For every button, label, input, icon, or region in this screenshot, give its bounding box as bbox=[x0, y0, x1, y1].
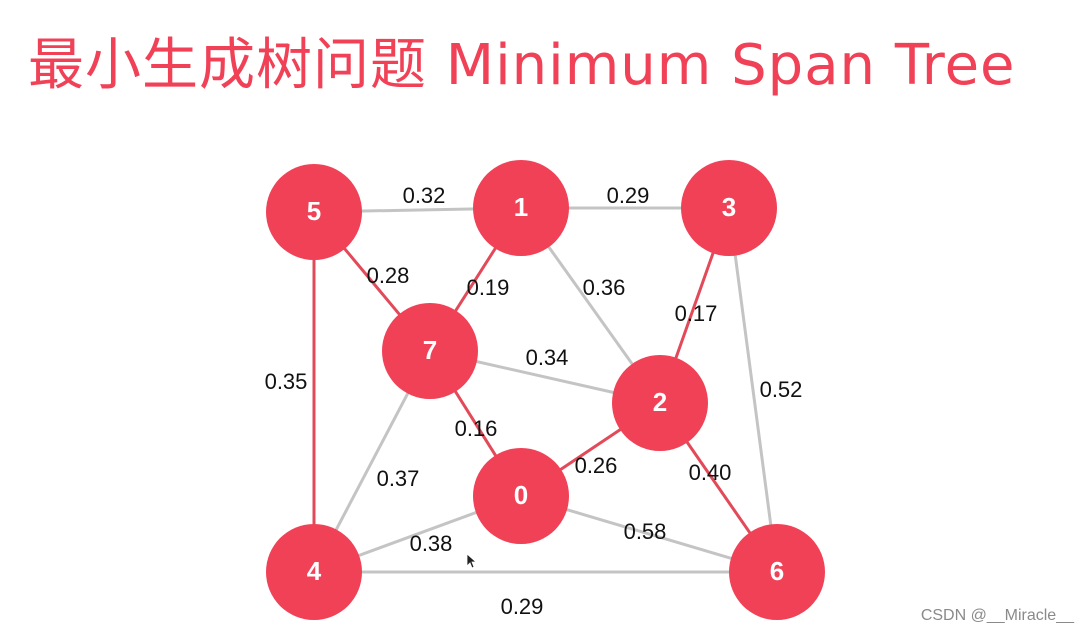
edge-weight-label-1-2: 0.36 bbox=[583, 275, 626, 300]
node-circle-3 bbox=[681, 160, 777, 256]
node-circle-2 bbox=[612, 355, 708, 451]
edge-weight-label-7-2: 0.34 bbox=[526, 345, 569, 370]
node-6: 6 bbox=[729, 524, 825, 620]
node-0: 0 bbox=[473, 448, 569, 544]
edge-weight-label-2-6: 0.40 bbox=[689, 460, 732, 485]
edge-weight-label-7-0: 0.16 bbox=[455, 416, 498, 441]
node-label-0: 0 bbox=[514, 480, 528, 510]
watermark: CSDN @__Miracle__ bbox=[920, 607, 1074, 624]
edge-labels-layer: 0.32 0.29 0.28 0.19 0.36 0.17 0.35 0.34 0.52 0.16… bbox=[265, 183, 803, 619]
node-5: 5 bbox=[266, 164, 362, 260]
node-label-6: 6 bbox=[770, 556, 784, 586]
node-circle-4 bbox=[266, 524, 362, 620]
nodes-layer: 0 1 2 3 4 5 6 7 bbox=[266, 160, 825, 620]
node-circle-0 bbox=[473, 448, 569, 544]
node-label-2: 2 bbox=[653, 387, 667, 417]
node-circle-1 bbox=[473, 160, 569, 256]
node-label-5: 5 bbox=[307, 196, 321, 226]
node-4: 4 bbox=[266, 524, 362, 620]
edge-weight-label-7-4: 0.37 bbox=[377, 466, 420, 491]
edge-weight-label-0-6: 0.58 bbox=[624, 519, 667, 544]
node-circle-6 bbox=[729, 524, 825, 620]
edge-weight-label-1-3: 0.29 bbox=[607, 183, 650, 208]
edge-weight-label-0-2: 0.26 bbox=[575, 453, 618, 478]
edge-weight-label-3-6: 0.52 bbox=[760, 377, 803, 402]
edge-weight-label-3-2: 0.17 bbox=[675, 301, 718, 326]
edge-3-6 bbox=[727, 207, 779, 573]
node-label-3: 3 bbox=[722, 192, 736, 222]
node-circle-7 bbox=[382, 303, 478, 399]
node-3: 3 bbox=[681, 160, 777, 256]
node-label-1: 1 bbox=[514, 192, 528, 222]
edge-weight-label-5-4: 0.35 bbox=[265, 369, 308, 394]
node-circle-5 bbox=[266, 164, 362, 260]
edge-weight-label-5-7: 0.28 bbox=[367, 263, 410, 288]
edge-weight-label-4-6: 0.29 bbox=[501, 594, 544, 619]
edge-weight-label-0-4: 0.38 bbox=[410, 531, 453, 556]
node-2: 2 bbox=[612, 355, 708, 451]
node-1: 1 bbox=[473, 160, 569, 256]
page-title: 最小生成树问题 Minimum Span Tree bbox=[28, 33, 1016, 98]
edge-weight-label-5-1: 0.32 bbox=[403, 183, 446, 208]
node-7: 7 bbox=[382, 303, 478, 399]
node-label-7: 7 bbox=[423, 335, 437, 365]
edge-weight-label-1-7: 0.19 bbox=[467, 275, 510, 300]
node-label-4: 4 bbox=[307, 556, 322, 586]
mouse-pointer-icon bbox=[466, 553, 478, 569]
